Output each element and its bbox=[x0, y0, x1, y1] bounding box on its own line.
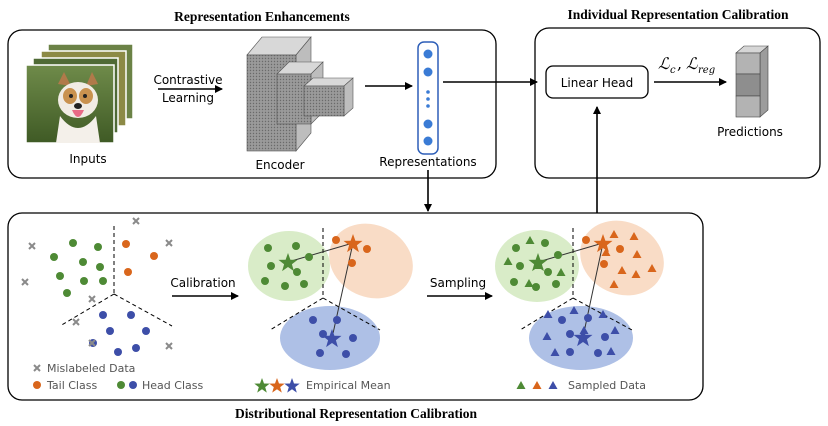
loss-reg-symbol: ℒ bbox=[686, 54, 698, 73]
loss-c-subscript: c bbox=[670, 65, 676, 76]
legend-sampled: Sampled Data bbox=[516, 379, 646, 392]
panel-individual-calibration bbox=[534, 27, 821, 179]
legend-tail-dot bbox=[33, 381, 41, 389]
representation-vector bbox=[417, 41, 439, 155]
legend-sampled-data: Sampled Data bbox=[568, 379, 646, 392]
raw-data-cluster bbox=[21, 217, 173, 356]
dog-photo-icon bbox=[25, 43, 134, 144]
loss-reg-subscript: reg bbox=[698, 65, 715, 76]
head-class-blue-points bbox=[89, 311, 150, 356]
calibrated-cluster bbox=[248, 223, 413, 370]
representations-label: Representations bbox=[379, 155, 476, 169]
loss-c-symbol: ℒ bbox=[658, 54, 670, 73]
legend-mean: Empirical Mean bbox=[254, 378, 391, 393]
tail-class-orange-points bbox=[122, 240, 158, 276]
panel-representation-enhancements bbox=[7, 29, 497, 179]
calibration-label: Calibration bbox=[170, 276, 235, 290]
mislabeled-crosses bbox=[21, 217, 173, 350]
prediction-stack-icon bbox=[735, 45, 769, 118]
linear-head-box bbox=[545, 65, 649, 99]
linear-head-label: Linear Head bbox=[561, 76, 634, 90]
star-icon bbox=[278, 234, 363, 348]
encoder-cube-icon bbox=[246, 36, 354, 152]
legend-empirical-mean: Empirical Mean bbox=[306, 379, 391, 392]
section-title-enhancements: Representation Enhancements bbox=[174, 9, 350, 24]
sampled-cluster bbox=[495, 220, 664, 370]
legend-head-dot-blue bbox=[129, 381, 137, 389]
legend-head-class: Head Class bbox=[142, 379, 203, 392]
predictions-label: Predictions bbox=[717, 125, 783, 139]
loss-labels: ℒ c , ℒ reg bbox=[658, 54, 715, 76]
legend-raw: Mislabeled Data Tail Class Head Class bbox=[33, 362, 203, 392]
section-title-individual: Individual Representation Calibration bbox=[567, 7, 789, 22]
head-class-green-points bbox=[50, 239, 107, 297]
encoder-label: Encoder bbox=[255, 158, 304, 172]
legend-tail-class: Tail Class bbox=[46, 379, 97, 392]
loss-separator: , bbox=[677, 54, 682, 73]
panel-distributional-calibration bbox=[7, 212, 704, 401]
contrastive-label-line1: Contrastive bbox=[153, 73, 222, 87]
cross-icon bbox=[33, 364, 41, 372]
inputs-label: Inputs bbox=[69, 152, 106, 166]
section-title-distributional: Distributional Representation Calibratio… bbox=[235, 406, 478, 421]
sampling-label: Sampling bbox=[430, 276, 486, 290]
legend-head-dot-green bbox=[117, 381, 125, 389]
contrastive-label-line2: Learning bbox=[162, 91, 214, 105]
legend-mislabeled: Mislabeled Data bbox=[47, 362, 135, 375]
